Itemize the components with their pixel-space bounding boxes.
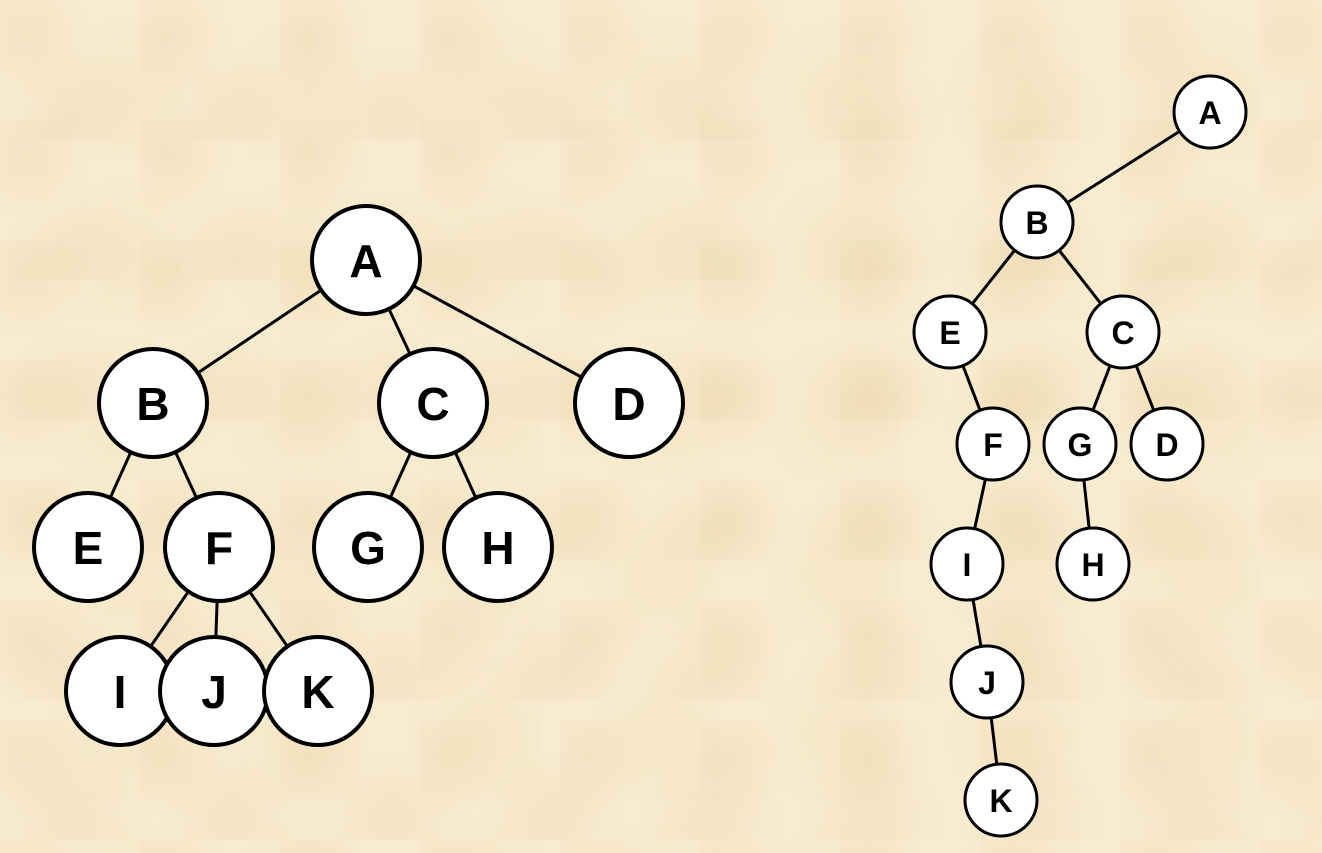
binary-tree-node-circle xyxy=(912,294,988,370)
binary-tree-node-circle xyxy=(949,644,1025,720)
general-tree-node-label: D xyxy=(612,378,645,430)
general-tree-node-circle xyxy=(163,491,275,603)
binary-tree-node-circle xyxy=(1129,406,1205,482)
binary-tree-node-j: J xyxy=(949,644,1025,720)
binary-tree-nodes: A B E C F G D I H J K xyxy=(912,74,1248,838)
general-tree-node-h: H xyxy=(442,491,554,603)
binary-tree-node-i: I xyxy=(929,526,1005,602)
binary-tree-node-circle xyxy=(1055,526,1131,602)
general-tree-node-j: J xyxy=(158,635,270,747)
binary-tree-node-e: E xyxy=(912,294,988,370)
binary-tree-node-c: C xyxy=(1085,294,1161,370)
general-tree-node-circle xyxy=(32,491,144,603)
general-tree-node-circle xyxy=(312,491,424,603)
general-tree-node-label: F xyxy=(205,522,233,574)
binary-tree-node-label: J xyxy=(978,665,996,701)
general-tree-node-a: A xyxy=(310,204,422,316)
general-tree-edges xyxy=(86,258,630,692)
binary-tree-node-label: F xyxy=(983,427,1003,463)
general-tree-node-label: A xyxy=(349,235,382,287)
binary-tree-node-label: B xyxy=(1025,205,1048,241)
general-tree-node-c: C xyxy=(377,347,489,459)
binary-tree-node-label: D xyxy=(1155,427,1178,463)
binary-tree-node-circle xyxy=(955,406,1031,482)
binary-tree-node-d: D xyxy=(1129,406,1205,482)
general-tree-node-label: I xyxy=(114,666,127,718)
general-tree-node-circle xyxy=(310,204,422,316)
binary-tree-node-g: G xyxy=(1042,406,1118,482)
binary-tree-node-circle xyxy=(1042,406,1118,482)
general-tree-nodes: A B C D E F G H I J K xyxy=(32,204,685,747)
general-tree-node-label: J xyxy=(201,666,227,718)
general-tree-node-i: I xyxy=(64,635,176,747)
binary-tree-node-label: H xyxy=(1081,547,1104,583)
general-tree-node-label: G xyxy=(350,522,386,574)
binary-tree-node-label: G xyxy=(1068,427,1093,463)
general-tree-node-circle xyxy=(262,635,374,747)
binary-tree: A B E C F G D I H J K xyxy=(912,74,1248,838)
binary-tree-node-label: K xyxy=(989,783,1012,819)
general-tree-node-label: E xyxy=(73,522,104,574)
general-tree-node-label: K xyxy=(301,666,334,718)
binary-tree-node-circle xyxy=(1085,294,1161,370)
binary-tree-node-label: I xyxy=(963,547,972,583)
general-tree-node-circle xyxy=(97,347,209,459)
general-tree-node-label: B xyxy=(136,378,169,430)
general-tree: A B C D E F G H I J K xyxy=(32,204,685,747)
general-tree-node-circle xyxy=(442,491,554,603)
general-tree-node-label: H xyxy=(481,522,514,574)
binary-tree-node-label: E xyxy=(939,315,960,351)
general-tree-node-b: B xyxy=(97,347,209,459)
general-tree-node-d: D xyxy=(573,347,685,459)
general-tree-node-g: G xyxy=(312,491,424,603)
binary-tree-node-label: A xyxy=(1198,95,1221,131)
binary-tree-node-f: F xyxy=(955,406,1031,482)
binary-tree-node-h: H xyxy=(1055,526,1131,602)
general-tree-node-e: E xyxy=(32,491,144,603)
binary-tree-node-circle xyxy=(1172,74,1248,150)
binary-tree-node-label: C xyxy=(1111,315,1134,351)
general-tree-node-circle xyxy=(573,347,685,459)
binary-tree-node-b: B xyxy=(999,184,1075,260)
binary-tree-node-k: K xyxy=(963,762,1039,838)
binary-tree-node-a: A xyxy=(1172,74,1248,150)
binary-tree-node-circle xyxy=(963,762,1039,838)
general-tree-node-k: K xyxy=(262,635,374,747)
binary-tree-node-circle xyxy=(999,184,1075,260)
general-tree-node-circle xyxy=(377,347,489,459)
binary-tree-node-circle xyxy=(929,526,1005,602)
general-tree-node-label: C xyxy=(416,378,449,430)
general-tree-node-f: F xyxy=(163,491,275,603)
